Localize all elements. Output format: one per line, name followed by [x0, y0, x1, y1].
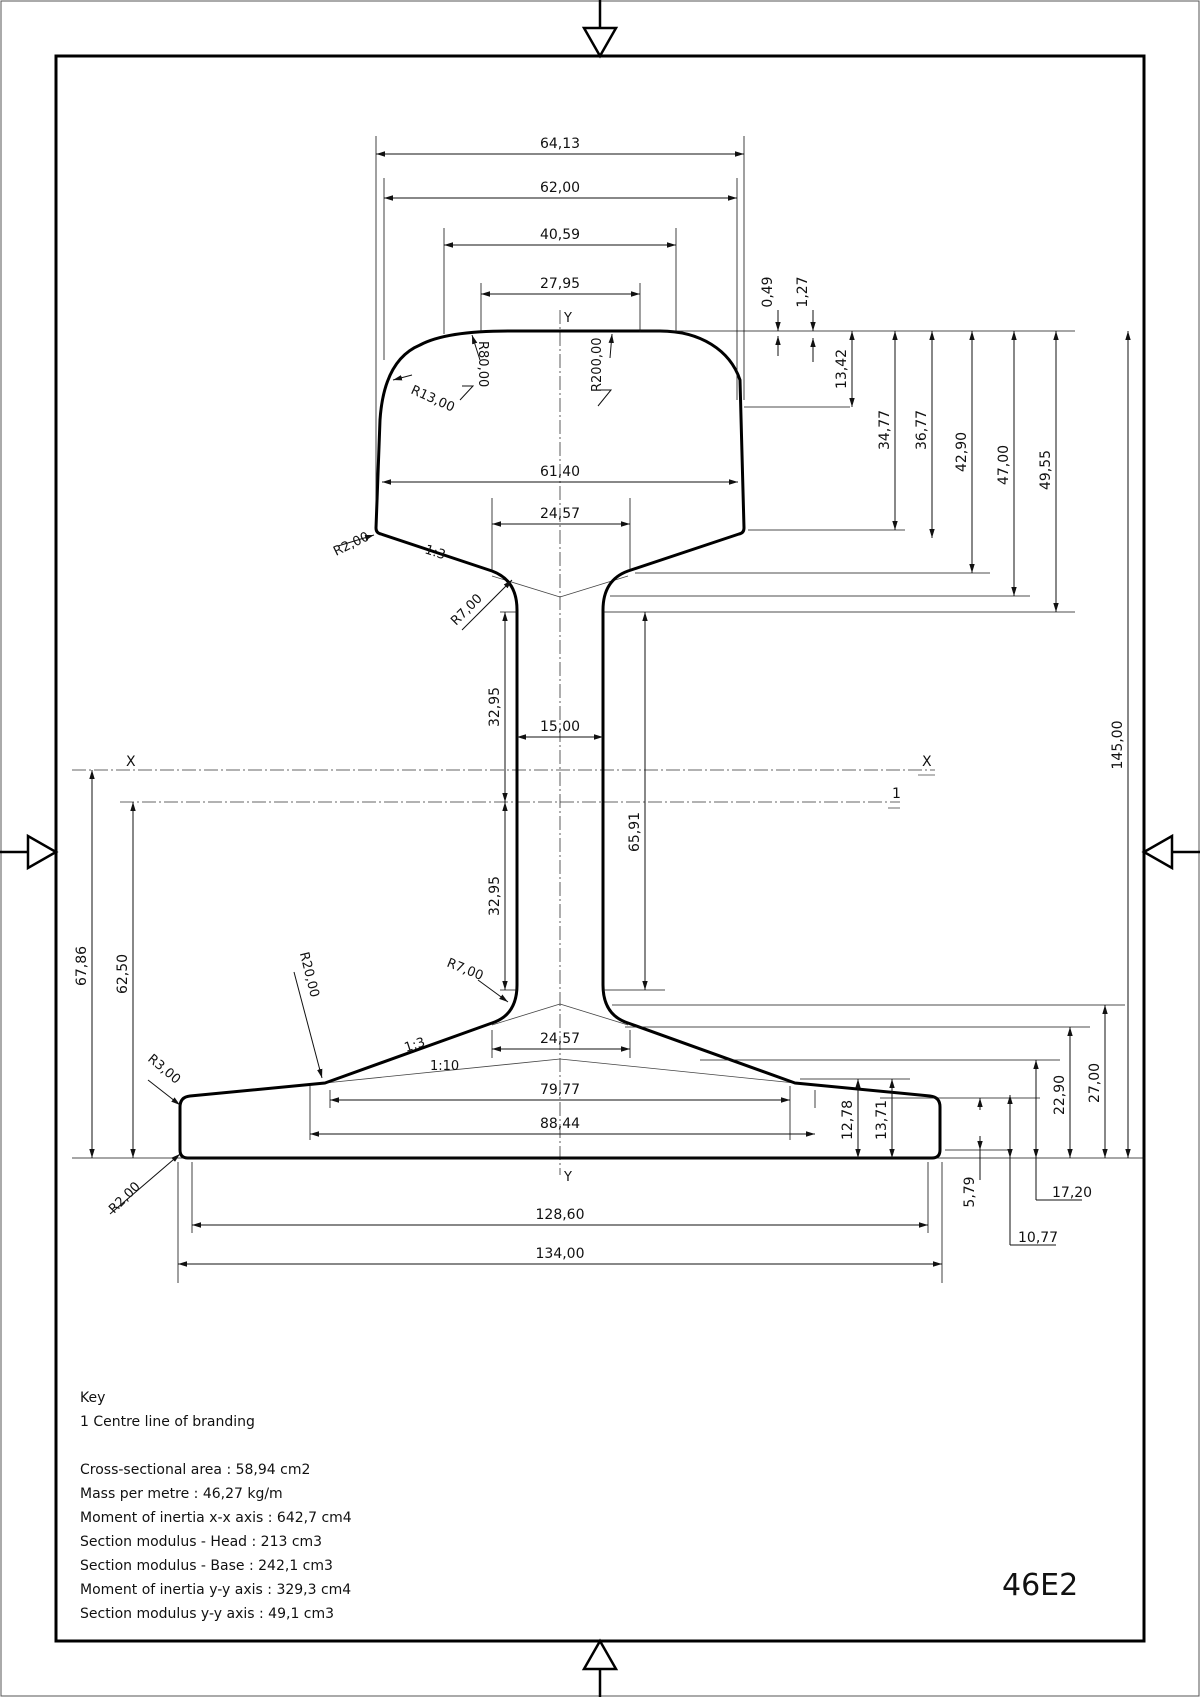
radius-r80: R80,00 — [475, 341, 490, 387]
dim-32-95-bottom: 32,95 — [487, 876, 503, 916]
property-modulus-head: Section modulus - Head : 213 cm3 — [80, 1534, 322, 1550]
extension-lines — [72, 136, 1145, 1283]
axis-y-bottom: Y — [563, 1170, 572, 1185]
property-inertia-y: Moment of inertia y-y axis : 329,3 cm4 — [80, 1582, 351, 1598]
dim-145: 145,00 — [1110, 721, 1126, 770]
property-modulus-base: Section modulus - Base : 242,1 cm3 — [80, 1558, 333, 1574]
dim-12-78: 12,78 — [840, 1100, 856, 1140]
dim-17-20: 17,20 — [1052, 1185, 1092, 1201]
dim-foot-width-2: 88,44 — [540, 1116, 580, 1132]
slope-and-axis-labels: 1:3 1:3 1:10 X X Y Y 1 — [126, 311, 932, 1185]
horizontal-dimension-labels: 64,13 62,00 40,59 27,95 61,40 24,57 15,0… — [536, 136, 1093, 1262]
axis-y-top: Y — [563, 311, 572, 326]
dim-13-42: 13,42 — [834, 349, 850, 389]
legend-block: Key 1 Centre line of branding Cross-sect… — [80, 1390, 352, 1622]
dim-65-91: 65,91 — [627, 812, 643, 852]
slope-foot: 1:3 — [403, 1035, 428, 1056]
dim-34-77: 34,77 — [877, 410, 893, 450]
dim-5-79: 5,79 — [962, 1176, 978, 1207]
radius-r7-head: R7,00 — [448, 591, 485, 628]
dim-1-27: 1,27 — [795, 276, 811, 307]
construction-lines — [324, 575, 796, 1084]
dim-head-neck: 24,57 — [540, 506, 580, 522]
dim-67-86: 67,86 — [74, 946, 90, 986]
axis-x-right: X — [922, 754, 932, 770]
radius-r2-foot: R2,00 — [106, 1179, 143, 1216]
dimension-lines — [89, 151, 1131, 1267]
dim-crown-width-1: 40,59 — [540, 227, 580, 243]
dim-36-77: 36,77 — [914, 410, 930, 450]
dim-47-00: 47,00 — [996, 445, 1012, 485]
dim-foot-slope-width: 79,77 — [540, 1082, 580, 1098]
property-inertia-x: Moment of inertia x-x axis : 642,7 cm4 — [80, 1510, 352, 1526]
dim-42-90: 42,90 — [954, 432, 970, 472]
dim-crown-width-2: 27,95 — [540, 276, 580, 292]
axis-x-left: X — [126, 754, 136, 770]
rail-profile — [178, 329, 942, 1160]
dim-13-71: 13,71 — [874, 1100, 890, 1140]
property-mass: Mass per metre : 46,27 kg/m — [80, 1486, 283, 1502]
vertical-dimension-labels: 0,49 1,27 13,42 34,77 36,77 42,90 47,00 … — [74, 276, 1126, 1207]
dim-foot-width-1: 128,60 — [536, 1207, 585, 1223]
dim-27-00: 27,00 — [1087, 1063, 1103, 1103]
dim-foot-neck: 24,57 — [540, 1031, 580, 1047]
radius-r2-head: R2,00 — [331, 529, 372, 559]
dim-10-77: 10,77 — [1018, 1230, 1058, 1246]
dim-foot-width: 134,00 — [536, 1246, 585, 1262]
dim-web: 15,00 — [540, 719, 580, 735]
radius-labels: R13,00 R80,00 R200,00 R2,00 R7,00 R7,00 … — [106, 337, 605, 1216]
dim-head-width: 62,00 — [540, 180, 580, 196]
centre-lines — [72, 310, 935, 1175]
radius-r20: R20,00 — [296, 950, 322, 999]
dim-62-50: 62,50 — [115, 954, 131, 994]
property-area: Cross-sectional area : 58,94 cm2 — [80, 1462, 310, 1478]
branding-label: 1 — [892, 786, 901, 802]
radius-r13: R13,00 — [408, 383, 456, 416]
dim-49-55: 49,55 — [1038, 450, 1054, 490]
dim-22-90: 22,90 — [1052, 1075, 1068, 1115]
profile-code: 46E2 — [1002, 1568, 1078, 1603]
key-title: Key — [80, 1390, 105, 1406]
key-item-1: 1 Centre line of branding — [80, 1414, 255, 1430]
radius-leaders — [109, 333, 614, 1215]
dim-32-95-top: 32,95 — [487, 687, 503, 727]
slope-head: 1:3 — [423, 543, 448, 564]
dim-head-width-lower: 61,40 — [540, 464, 580, 480]
dim-head-top-width: 64,13 — [540, 136, 580, 152]
radius-r7-foot: R7,00 — [445, 956, 486, 984]
property-modulus-y: Section modulus y-y axis : 49,1 cm3 — [80, 1606, 334, 1622]
dim-0-49: 0,49 — [760, 276, 776, 307]
radius-r200: R200,00 — [590, 337, 605, 392]
slope-foot-inner: 1:10 — [430, 1059, 459, 1074]
